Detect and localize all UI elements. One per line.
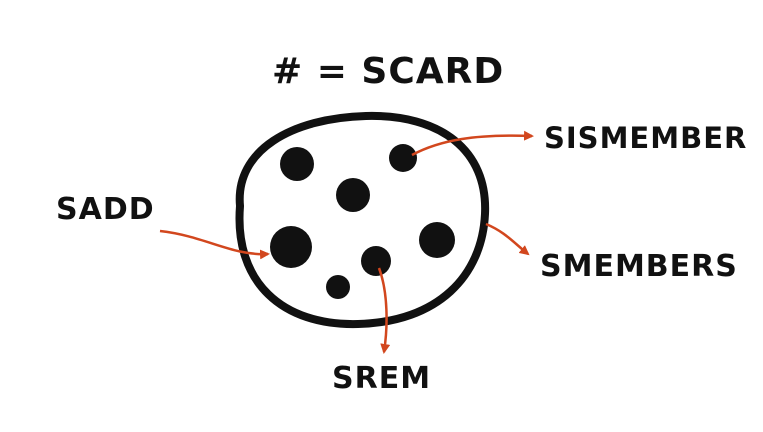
sadd-arrow [159,229,270,260]
member-dot [389,144,417,172]
smembers-arrow [485,222,530,256]
sismember-label: SISMEMBER [544,121,748,155]
member-dot [336,178,370,212]
scard-title: # = SCARD [272,51,505,92]
member-dot [326,275,350,299]
member-dot [361,246,391,276]
smembers-label: SMEMBERS [540,249,738,284]
srem-arrow [377,267,391,354]
member-dot [270,226,312,268]
sismember-arrow [411,130,534,157]
member-dot [419,222,455,258]
sadd-label: SADD [56,192,155,227]
member-dot [280,147,314,181]
srem-label: SREM [332,361,432,396]
set-circle [235,111,490,329]
